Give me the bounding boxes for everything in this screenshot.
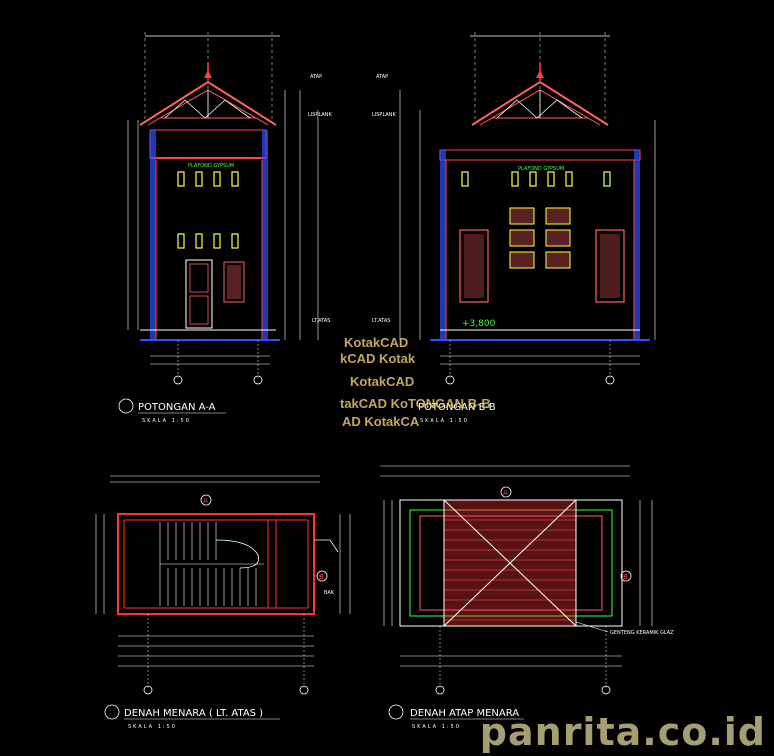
roof-plan-drawing: A B GENTENG KERAMIK GLAZ (380, 465, 674, 695)
plan-roof-scale: SKALA 1:50 (412, 724, 461, 730)
level-marker: +3,800 (462, 319, 496, 329)
section-marker-a-plan: A (203, 497, 208, 505)
plan-upper-scale: SKALA 1:50 (128, 724, 177, 730)
section-a-title-text: POTONGAN A-A (138, 402, 216, 413)
lisplank-label-a: LISPLANK (308, 112, 333, 118)
section-b-title: POTONGAN B-B SKALA 1:50 (418, 402, 496, 424)
plafond-label-b: PLAFOND GYPSUM (518, 166, 564, 172)
plan-roof-title-text: DENAH ATAP MENARA (410, 708, 519, 719)
kotakcad-watermark: KotakCAD kCAD Kotak KotakCAD takCAD KoTO… (340, 335, 491, 429)
plan-upper-title: DENAH MENARA ( LT. ATAS ) SKALA 1:50 (104, 704, 280, 730)
atap-label-a: ATAP (310, 74, 322, 80)
section-a-a-drawing: PLAFOND GYPSUM ATAP LISPLANK LT.ATAS (127, 32, 333, 385)
lt-atas-label-b: LT.ATAS (372, 318, 390, 324)
section-b-scale: SKALA 1:50 (420, 418, 469, 424)
section-b-title-text: POTONGAN B-B (418, 402, 496, 413)
watermark-line-1: KotakCAD (344, 335, 408, 350)
section-marker-a-roof: A (503, 489, 508, 497)
lt-atas-label-a: LT.ATAS (312, 318, 330, 324)
section-a-title: POTONGAN A-A SKALA 1:50 (118, 398, 226, 424)
bak-label: BAK (324, 590, 335, 596)
plafond-label-a: PLAFOND GYPSUM (188, 163, 234, 169)
watermark-line-3: KotakCAD (350, 374, 414, 389)
site-watermark: panrita.co.id (479, 710, 766, 754)
section-marker-b-plan: B (319, 573, 324, 581)
upper-floor-plan-drawing: A B BAK (95, 475, 351, 695)
watermark-line-5: AD KotakCA (342, 414, 420, 429)
genteng-label: GENTENG KERAMIK GLAZ (610, 630, 674, 636)
atap-label-b: ATAP (376, 74, 388, 80)
watermark-line-2: kCAD Kotak (340, 351, 416, 366)
plan-upper-title-text: DENAH MENARA ( LT. ATAS ) (124, 708, 263, 719)
watermark-line-4: takCAD KoTONGAN B-B (340, 396, 491, 411)
plan-roof-title: DENAH ATAP MENARA SKALA 1:50 (388, 704, 524, 730)
section-b-b-drawing: PLAFOND GYPSUM ATAP LISPLANK LT.ATAS +3,… (372, 32, 656, 385)
lisplank-label-b: LISPLANK (372, 112, 397, 118)
section-a-scale: SKALA 1:50 (142, 418, 191, 424)
section-marker-b-roof: B (623, 573, 628, 581)
